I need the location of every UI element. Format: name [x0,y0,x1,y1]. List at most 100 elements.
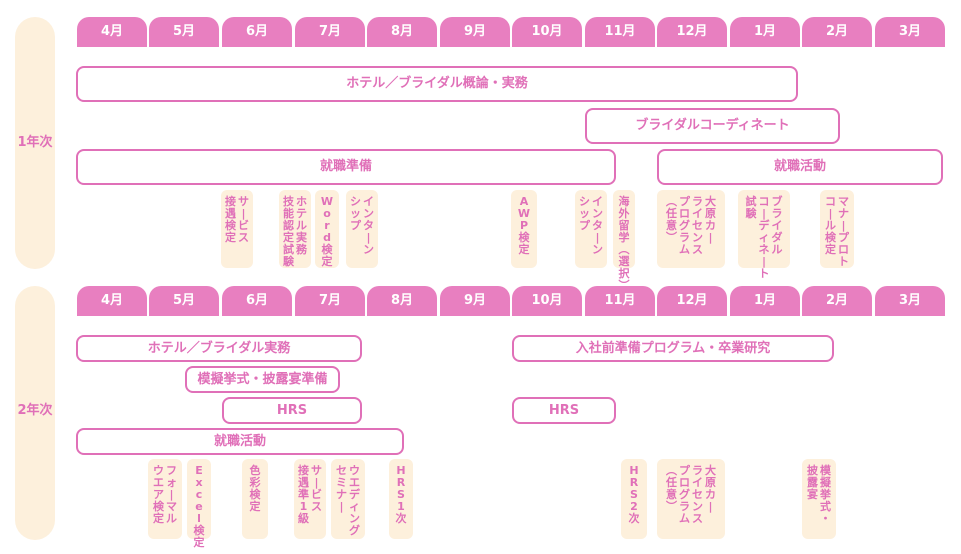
vertical-glyph: シ [350,195,361,208]
vertical-text-column: ウエア検定 [152,465,165,525]
vertical-glyph: 検 [321,243,333,256]
year1-item: 大原カ| ライセンス プログラム ︵任意︶ [657,190,725,268]
vertical-glyph: 定 [825,243,836,256]
vertical-glyph: S [397,488,405,501]
vertical-glyph: 検 [225,219,236,232]
vertical-glyph: S [630,488,638,501]
vertical-glyph: イ [692,476,703,489]
vertical-glyph: | [366,231,371,244]
vertical-glyph: 技 [283,195,294,208]
vertical-glyph: 原 [705,476,716,489]
vertical-glyph: 試 [283,243,294,256]
vertical-glyph: | [595,231,600,244]
vertical-glyph: 検 [193,524,205,537]
vertical-glyph: ロ [679,476,690,489]
vertical-glyph: 1 [397,500,405,513]
vertical-glyph: ア [153,488,164,501]
vertical-glyph: セ [336,464,347,477]
vertical-glyph: サ [238,195,249,208]
vertical-glyph: 準 [298,488,309,501]
vertical-glyph: ウ [349,464,360,477]
vertical-glyph: | [708,231,713,244]
vertical-glyph: 接 [298,464,309,477]
vertical-glyph: 1 [299,500,308,513]
vertical-glyph: カ [705,488,716,501]
vertical-glyph: ブ [771,195,783,208]
vertical-glyph: 擬 [820,476,831,489]
month-header: 10月 [512,17,582,47]
year1-item: サ|ビス 接遇検定 [221,190,253,268]
vertical-glyph: プ [679,464,690,477]
vertical-glyph: マ [838,195,849,208]
year2-item: フォ|マル ウエア検定 [148,459,182,539]
vertical-glyph: ︵ [666,464,677,477]
vertical-glyph: グ [679,488,690,501]
vertical-glyph: | [841,219,846,232]
month-header: 2月 [802,286,872,316]
year2-item: 模擬挙式・ 披露宴 [802,459,836,539]
year1-label: 1年次 [17,135,53,150]
month-header: 4月 [77,286,147,316]
vertical-glyph: ダ [771,231,783,244]
vertical-glyph: グ [349,524,360,537]
vertical-glyph: 色 [249,464,261,477]
vertical-glyph: ラ [679,231,690,244]
vertical-glyph: ン [692,231,703,244]
vertical-glyph: 選 [618,255,630,268]
vertical-text-column: ライセンス [691,196,704,256]
month-header: 6月 [222,17,292,47]
year2-bar-hrs-1: HRS [222,397,362,424]
vertical-glyph: | [241,207,246,220]
vertical-glyph: ラ [771,207,783,220]
vertical-glyph: ナ [838,207,849,220]
vertical-glyph: ロ [838,243,849,256]
vertical-glyph: 次 [628,512,640,525]
vertical-text-column: プログラム [678,465,691,525]
vertical-glyph: P [519,219,529,232]
vertical-glyph: イ [592,195,603,208]
vertical-glyph: ィ [349,500,360,513]
vertical-glyph: H [629,464,639,477]
vertical-glyph: 露 [807,476,818,489]
vertical-glyph: フ [166,464,177,477]
vertical-glyph: タ [592,219,603,232]
vertical-text-column: ブライダル [771,196,784,280]
vertical-glyph: R [629,476,639,489]
vertical-text-column: フォ|マル [165,465,178,525]
vertical-glyph: ン [349,512,360,525]
vertical-glyph: 次 [395,512,407,525]
vertical-glyph: 能 [283,207,294,220]
year2-bar-job-hunting: 就職活動 [76,428,404,455]
month-header: 12月 [657,286,727,316]
vertical-glyph: 意 [666,488,677,501]
vertical-glyph: ッ [350,207,361,220]
vertical-glyph: | [761,255,767,268]
vertical-glyph: ル [166,512,177,525]
vertical-glyph: o [323,207,331,220]
vertical-glyph: 挙 [820,488,831,501]
vertical-glyph: r [324,219,330,232]
year1-bar-job-hunting: 就職活動 [657,149,943,185]
year1-item: インタ|ン シップ [346,190,378,268]
vertical-glyph: W [320,195,334,208]
vertical-text-column: 模擬挙式・ [819,465,832,525]
vertical-glyph: デ [349,488,360,501]
vertical-glyph: E [195,464,203,477]
vertical-text-column: 大原カ| [704,465,717,525]
vertical-glyph: コ [758,195,770,208]
vertical-glyph: x [195,476,203,489]
vertical-glyph: コ [825,195,836,208]
vertical-glyph: R [396,476,406,489]
vertical-glyph: タ [363,219,374,232]
vertical-glyph: W [517,207,531,220]
vertical-glyph: シ [579,195,590,208]
vertical-glyph: ン [692,500,703,513]
vertical-glyph: | [339,500,344,513]
vertical-glyph: プ [579,219,590,232]
vertical-glyph: 定 [518,243,530,256]
vertical-glyph: 2 [630,500,638,513]
